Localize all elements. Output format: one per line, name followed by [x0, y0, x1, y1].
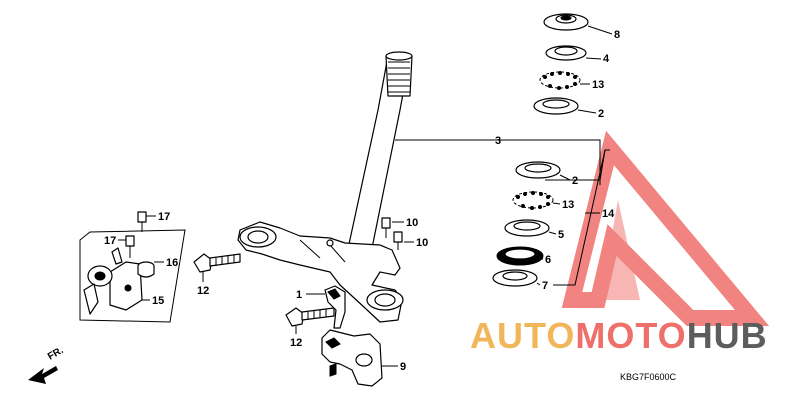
- label-9: 9: [400, 361, 406, 373]
- leader-8: [587, 25, 613, 35]
- label-14: 14: [602, 208, 615, 220]
- label-2-bottom: 2: [572, 175, 578, 187]
- label-17-b: 17: [104, 235, 116, 247]
- label-10-b: 10: [416, 237, 428, 249]
- label-15: 15: [152, 295, 164, 307]
- watermark-part-hub: HUB: [687, 315, 768, 356]
- label-2-top: 2: [598, 108, 604, 120]
- dust-seal-6: [496, 246, 544, 266]
- label-6: 6: [545, 254, 551, 266]
- label-16: 16: [166, 257, 178, 269]
- watermark-part-moto: MOTO: [575, 315, 686, 356]
- steering-lock-15: [83, 247, 143, 315]
- cap-16: [137, 261, 155, 278]
- label-10-a: 10: [406, 217, 418, 229]
- bolt-12-b: [285, 307, 335, 327]
- leader-5: [548, 231, 557, 235]
- label-13-top: 13: [592, 79, 604, 91]
- label-8: 8: [614, 29, 620, 41]
- washer-7: [492, 269, 538, 287]
- steel-balls-13-bottom: [512, 191, 554, 210]
- label-12-b: 12: [290, 337, 302, 349]
- leader-2-bottom: [559, 174, 571, 181]
- steering-stem-3: [345, 51, 413, 259]
- cable-clamp-1: [324, 285, 346, 329]
- screw-17-a: [137, 211, 147, 232]
- label-4: 4: [603, 53, 610, 65]
- bearing-race-2-top: [533, 97, 579, 115]
- bracket-14-top: [545, 149, 610, 181]
- label-12-a: 12: [197, 285, 209, 297]
- label-13-bottom: 13: [562, 199, 574, 211]
- lock-group-frame: [79, 229, 186, 323]
- bearing-race-5: [504, 219, 550, 237]
- label-17-a: 17: [158, 211, 170, 223]
- bearing-race-2-bottom: [515, 161, 561, 179]
- lock-nut-8: [543, 13, 589, 31]
- bolt-10-a: [381, 217, 391, 238]
- front-direction-label: FR.: [46, 345, 66, 363]
- leader-4: [585, 57, 602, 60]
- bracket-14: [553, 149, 606, 286]
- label-5: 5: [558, 229, 564, 241]
- screw-17-b: [125, 235, 135, 258]
- label-3: 3: [495, 135, 501, 147]
- bolt-10-b: [393, 231, 403, 250]
- watermark-part-auto: AUTO: [470, 315, 575, 356]
- label-1: 1: [296, 289, 302, 301]
- leader-7: [536, 282, 541, 286]
- bolt-12-a: [193, 253, 241, 273]
- ignition-switch-9: [321, 329, 383, 387]
- bearing-race-4: [545, 45, 587, 61]
- watermark-logo-icon: [561, 130, 770, 326]
- leader-3: [395, 139, 601, 185]
- label-7: 7: [542, 280, 548, 292]
- steel-balls-13-top: [539, 71, 581, 90]
- leader-2-top: [577, 109, 597, 114]
- leader-13-bottom: [552, 202, 561, 205]
- diagram-code: KBG7F0600C: [620, 372, 677, 382]
- front-direction-arrow-icon: [28, 366, 58, 384]
- watermark-text: AUTOMOTOHUB: [470, 315, 768, 356]
- bottom-bridge: [237, 221, 404, 323]
